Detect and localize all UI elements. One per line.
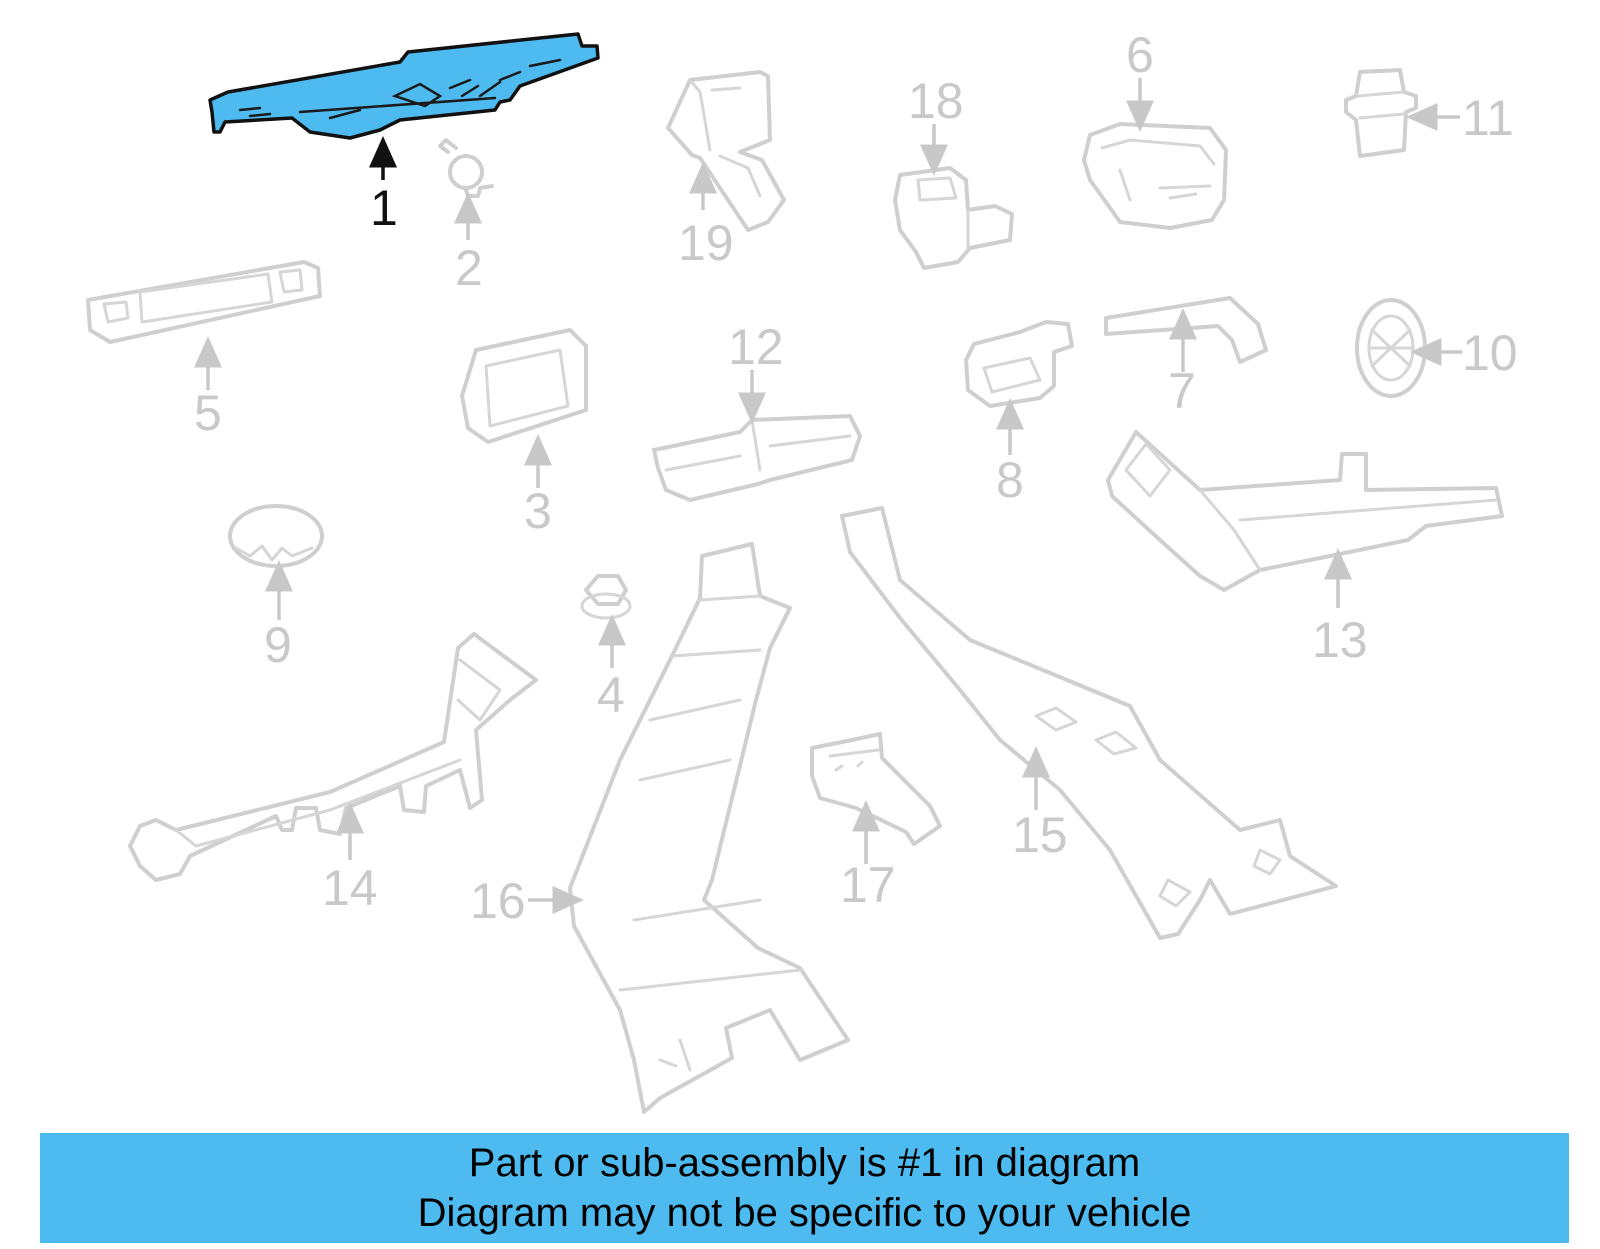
callout-18-label: 18	[908, 73, 964, 129]
callout-17-label: 17	[840, 857, 896, 913]
callout-7-label: 7	[1168, 363, 1196, 419]
part-19: 19	[666, 70, 786, 271]
part-8: 8	[964, 320, 1074, 508]
callout-8-label: 8	[996, 452, 1024, 508]
part-10: 10	[1355, 298, 1518, 398]
callout-6-label: 6	[1126, 27, 1154, 83]
callout-15-label: 15	[1012, 807, 1068, 863]
part-2: 2	[438, 138, 494, 296]
callout-14-label: 14	[322, 860, 378, 916]
part-14: 14	[128, 632, 538, 916]
part-12: 12	[652, 319, 862, 502]
part-16: 16	[470, 542, 850, 1114]
callout-11-label: 11	[1462, 90, 1514, 146]
part-18: 18	[893, 73, 1014, 270]
part-4: 4	[580, 574, 632, 723]
part-13: 13	[1106, 430, 1504, 668]
callout-13-label: 13	[1312, 612, 1368, 668]
part-17: 17	[810, 732, 942, 913]
callout-4-label: 4	[597, 667, 625, 723]
part-1-highlighted[interactable]	[208, 32, 600, 140]
part-9: 9	[228, 504, 324, 673]
callout-10-label: 10	[1462, 325, 1518, 381]
part-3: 3	[460, 328, 588, 539]
info-banner: Part or sub-assembly is #1 in diagram Di…	[40, 1133, 1569, 1243]
callout-12-label: 12	[728, 319, 784, 375]
callout-16-label: 16	[470, 873, 526, 929]
callout-1: 1	[369, 136, 398, 236]
part-6: 6	[1082, 27, 1228, 230]
callout-1-label: 1	[370, 180, 398, 236]
banner-line-2: Diagram may not be specific to your vehi…	[417, 1191, 1192, 1235]
part-7: 7	[1104, 296, 1268, 419]
callout-2-label: 2	[455, 240, 483, 296]
part-15: 15	[840, 506, 1338, 940]
part-11: 11	[1344, 68, 1514, 158]
callout-3-label: 3	[524, 483, 552, 539]
callout-9-label: 9	[264, 617, 292, 673]
callout-5-label: 5	[194, 385, 222, 441]
banner-line-1: Part or sub-assembly is #1 in diagram	[468, 1141, 1141, 1185]
callout-19-label: 19	[678, 215, 734, 271]
part-5: 5	[86, 260, 322, 441]
